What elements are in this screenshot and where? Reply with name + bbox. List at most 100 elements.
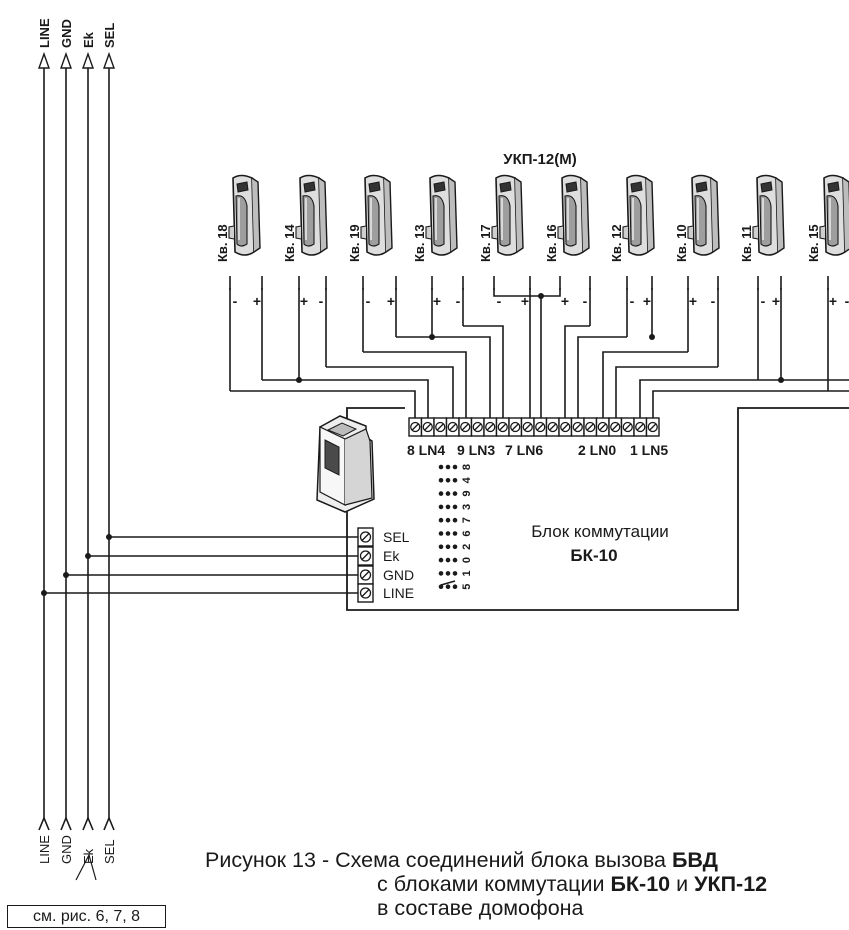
polarity-sign: -: [456, 293, 461, 309]
apartment-label: Кв. 13: [412, 224, 427, 262]
jumper-column-label: 0: [461, 557, 473, 563]
line-group-label: 8 LN4: [407, 442, 445, 458]
jumper-pin: [452, 491, 458, 496]
caption-bold: УКП-12: [694, 872, 768, 896]
bus-label-top: LINE: [37, 18, 52, 48]
polarity-sign: +: [433, 293, 441, 309]
jumper-pin: [438, 544, 444, 550]
line-group-label: 2 LN0: [578, 442, 616, 458]
jumper-column-label: 5: [461, 584, 473, 590]
caption-bold: БК-10: [610, 872, 671, 896]
handset-icon: [622, 174, 655, 256]
line-group-label: 7 LN6: [505, 442, 543, 458]
jumper-pin: [438, 557, 444, 563]
jumper-pin: [438, 478, 444, 483]
apartment-label: Кв. 16: [544, 224, 559, 262]
polarity-labels: -++--++--++--++--++-: [233, 293, 849, 309]
line-group-labels: 8 LN4 9 LN3 7 LN6 2 LN0 1 LN5: [407, 442, 668, 458]
handsets: [228, 174, 849, 290]
jumper-pin: [438, 491, 444, 496]
polarity-sign: +: [387, 293, 395, 309]
side-terminal-label: Ek: [383, 548, 400, 564]
handset-icon: [228, 174, 261, 256]
caption-line-3: в составе домофона: [377, 896, 584, 920]
module-name: Блок коммутации: [531, 522, 669, 541]
handset-wiring: [229, 288, 849, 418]
caption-text: Рисунок 13 - Схема соединений блока вызо…: [205, 848, 672, 872]
polarity-sign: +: [300, 293, 308, 309]
jumper-pin: [438, 504, 444, 510]
bus-label-bottom: LINE: [37, 835, 52, 864]
jumper-column-label: 6: [461, 530, 473, 536]
jumper-pin: [445, 478, 451, 483]
adapter-icon: [316, 415, 375, 513]
handset-icon: [819, 174, 849, 256]
handset-icon: [295, 174, 328, 256]
line-group-label: 9 LN3: [457, 442, 495, 458]
polarity-sign: +: [643, 293, 651, 309]
jumper-pin: [438, 584, 444, 589]
jumper-pin: [452, 504, 458, 510]
handset-icon: [557, 174, 590, 256]
apartment-label: Кв. 15: [806, 224, 821, 262]
jumper-pin: [438, 464, 444, 470]
bus-label-top: SEL: [102, 23, 117, 48]
switch-module-bk10: [346, 407, 849, 611]
handset-icon: [360, 174, 393, 256]
jumper-column-label: 2: [461, 544, 473, 550]
caption-text: с блоками коммутации: [377, 872, 611, 896]
jumper-pin: [452, 517, 458, 523]
caption-text: и: [670, 872, 695, 896]
jumper-pin: [445, 464, 451, 470]
reference-box: см. рис. 6, 7, 8: [7, 905, 166, 928]
apartment-label: Кв. 11: [739, 225, 754, 262]
jumper-column-label: 7: [461, 517, 473, 523]
jumper-pin: [445, 517, 451, 523]
caption-line-2: с блоками коммутации БК-10 и УКП-12: [377, 872, 767, 896]
apartment-label: Кв. 19: [347, 224, 362, 262]
apartment-label: Кв. 17: [478, 224, 493, 262]
module-model: БК-10: [570, 546, 617, 565]
apartment-labels: Кв. 18 Кв. 14 Кв. 19 Кв. 13 Кв. 17 Кв. 16 Кв. …: [215, 224, 821, 262]
polarity-sign: +: [829, 293, 837, 309]
jumper-pin: [438, 531, 444, 536]
jumper-column-label: 3: [461, 504, 473, 510]
handset-icon: [491, 174, 524, 256]
apartment-label: Кв. 18: [215, 224, 230, 262]
apartment-label: Кв. 14: [282, 224, 297, 262]
side-terminal-label: GND: [383, 567, 414, 583]
jumper-pin: [445, 531, 451, 536]
line-group-label: 1 LN5: [630, 442, 668, 458]
handset-icon: [687, 174, 720, 256]
jumper-pin: [452, 478, 458, 483]
bus-label-top: GND: [59, 19, 74, 48]
jumper-column-label: 9: [461, 491, 473, 497]
apartment-label: Кв. 12: [609, 224, 624, 262]
polarity-sign: -: [845, 293, 849, 309]
jumper-pin: [445, 491, 451, 496]
diagram-title: УКП-12(М): [503, 151, 576, 168]
jumper-pin: [445, 557, 451, 563]
polarity-sign: -: [319, 293, 324, 309]
polarity-sign: +: [521, 293, 529, 309]
jumper-column-label: 4: [461, 476, 473, 483]
polarity-sign: -: [583, 293, 588, 309]
caption-line-1: Рисунок 13 - Схема соединений блока вызо…: [205, 848, 718, 872]
jumper-pin: [452, 544, 458, 550]
jumper-dot-matrix: [438, 464, 458, 589]
polarity-sign: -: [233, 293, 238, 309]
handset-icon: [425, 174, 458, 256]
handset-icon: [752, 174, 785, 256]
jumper-pin: [438, 571, 444, 576]
jumper-pin: [438, 517, 444, 523]
polarity-sign: +: [253, 293, 261, 309]
polarity-sign: -: [711, 293, 716, 309]
jumper-bridge: [440, 580, 456, 586]
side-terminal-label: LINE: [383, 585, 414, 601]
polarity-sign: -: [366, 293, 371, 309]
